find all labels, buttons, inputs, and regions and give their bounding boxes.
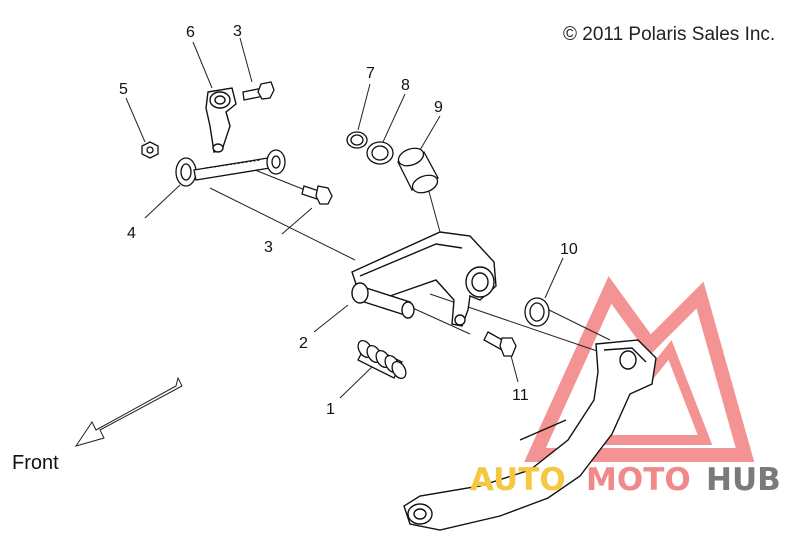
part-1-footpeg-rubber xyxy=(357,339,407,380)
callout-4: 4 xyxy=(127,225,136,242)
callout-5: 5 xyxy=(119,81,128,98)
callout-1: 1 xyxy=(326,401,335,418)
callout-8: 8 xyxy=(401,77,410,94)
front-label: Front xyxy=(12,452,59,474)
part-10-washer xyxy=(524,297,550,327)
part-7-circlip xyxy=(346,131,368,149)
watermark-hub: HUB xyxy=(706,462,781,498)
part-3-bolt-lower xyxy=(301,185,333,205)
part-2-pivot-lever xyxy=(351,231,497,327)
callout-9: 9 xyxy=(434,99,443,116)
part-11-bolt xyxy=(483,331,517,357)
part-4-shift-linkage xyxy=(175,149,286,187)
part-3-bolt-upper xyxy=(242,81,275,101)
part-5-nut xyxy=(141,141,159,159)
callout-7: 7 xyxy=(366,65,375,82)
callout-10: 10 xyxy=(560,241,578,258)
watermark-auto: AUTO xyxy=(470,462,566,498)
callout-11: 11 xyxy=(512,387,529,404)
part-8-washer xyxy=(366,141,394,165)
part-6-shift-arm xyxy=(205,87,237,153)
watermark-text: AUTO MOTO HUB xyxy=(470,462,781,498)
watermark-moto: MOTO xyxy=(586,462,691,498)
callout-6: 6 xyxy=(186,24,195,41)
front-direction-arrow xyxy=(74,376,183,447)
shift-pedal xyxy=(403,339,657,531)
callout-2: 2 xyxy=(299,335,308,352)
callout-3-lower: 3 xyxy=(264,239,273,256)
callout-labels: 6 3 5 7 8 9 4 3 10 2 11 1 xyxy=(119,23,578,418)
part-9-bushing xyxy=(397,147,439,194)
callout-3-upper: 3 xyxy=(233,23,242,40)
copyright-notice: © 2011 Polaris Sales Inc. xyxy=(563,24,776,45)
